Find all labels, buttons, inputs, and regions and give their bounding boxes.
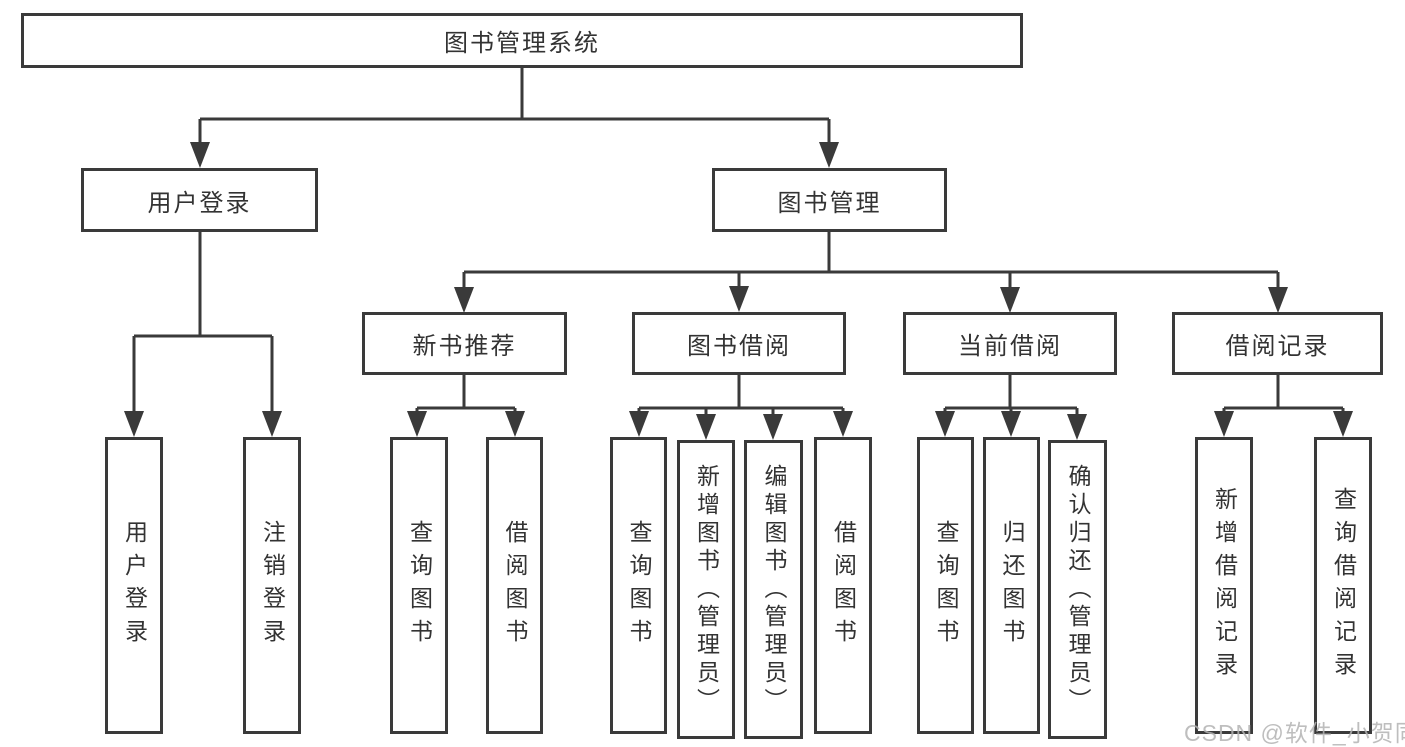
- node-label: 借阅图书: [830, 519, 857, 652]
- arrowhead: [819, 142, 839, 168]
- arrowhead: [729, 286, 749, 312]
- leaf-logout: 注销登录: [243, 437, 301, 734]
- arrowhead: [407, 411, 427, 437]
- node-book-borrowing: 图书借阅: [632, 312, 846, 375]
- arrowhead: [1333, 411, 1353, 437]
- node-label: 查询图书: [626, 519, 652, 652]
- node-label: 编辑图书（管理员）: [761, 463, 787, 716]
- leaf-return-books: 归还图书: [983, 437, 1040, 734]
- node-label: 注销登录: [259, 519, 286, 652]
- leaf-add-borrow-record: 新增借阅记录: [1195, 437, 1253, 734]
- leaf-search-borrow-record: 查询借阅记录: [1314, 437, 1372, 734]
- node-label: 新书推荐: [412, 333, 517, 360]
- node-label: 确认归还（管理员）: [1065, 463, 1091, 716]
- arrowhead: [629, 411, 649, 437]
- node-borrowing-records: 借阅记录: [1172, 312, 1383, 375]
- node-current-borrowing: 当前借阅: [903, 312, 1117, 375]
- arrowhead: [262, 411, 282, 437]
- node-label: 查询图书: [933, 519, 959, 652]
- node-label: 新增图书（管理员）: [693, 463, 720, 716]
- leaf-search-books-recommend: 查询图书: [390, 437, 448, 734]
- leaf-user-login: 用户登录: [105, 437, 163, 734]
- node-label: 用户登录: [121, 519, 148, 652]
- arrowhead: [1001, 411, 1021, 437]
- leaf-search-books-current: 查询图书: [917, 437, 974, 734]
- leaf-borrow-books-recommend: 借阅图书: [486, 437, 543, 734]
- arrowhead: [454, 287, 474, 313]
- node-new-book-recommendation: 新书推荐: [362, 312, 567, 375]
- leaf-borrow-books-borrowing: 借阅图书: [814, 437, 872, 734]
- arrowhead: [1000, 287, 1020, 313]
- arrowhead: [763, 414, 783, 440]
- node-label: 图书管理系统: [444, 30, 600, 57]
- arrowhead: [124, 411, 144, 437]
- node-label: 借阅图书: [502, 519, 528, 652]
- node-label: 图书管理: [777, 189, 882, 217]
- arrowhead: [1214, 411, 1234, 437]
- arrowhead: [696, 414, 716, 440]
- csdn-watermark: CSDN @软件_小贺同学: [1184, 720, 1405, 746]
- node-label: 查询借阅记录: [1330, 486, 1357, 685]
- node-user-login: 用户登录: [81, 168, 318, 232]
- leaf-search-books-borrowing: 查询图书: [610, 437, 667, 734]
- leaf-edit-books-admin: 编辑图书（管理员）: [744, 440, 803, 739]
- node-label: 归还图书: [999, 519, 1025, 652]
- node-label: 查询图书: [406, 519, 433, 652]
- node-book-management: 图书管理: [712, 168, 947, 232]
- node-label: 新增借阅记录: [1211, 486, 1238, 685]
- node-label: 借阅记录: [1225, 333, 1330, 360]
- node-library-management-system: 图书管理系统: [21, 13, 1023, 68]
- leaf-confirm-return-admin: 确认归还（管理员）: [1048, 440, 1107, 739]
- node-label: 用户登录: [147, 189, 252, 217]
- arrowhead: [833, 411, 853, 437]
- arrowhead: [190, 142, 210, 168]
- arrowhead: [505, 411, 525, 437]
- arrowhead: [1067, 414, 1087, 440]
- node-label: 当前借阅: [958, 333, 1062, 360]
- leaf-add-books-admin: 新增图书（管理员）: [677, 440, 735, 739]
- arrowhead: [1268, 287, 1288, 313]
- node-label: 图书借阅: [687, 333, 791, 360]
- arrowhead: [935, 411, 955, 437]
